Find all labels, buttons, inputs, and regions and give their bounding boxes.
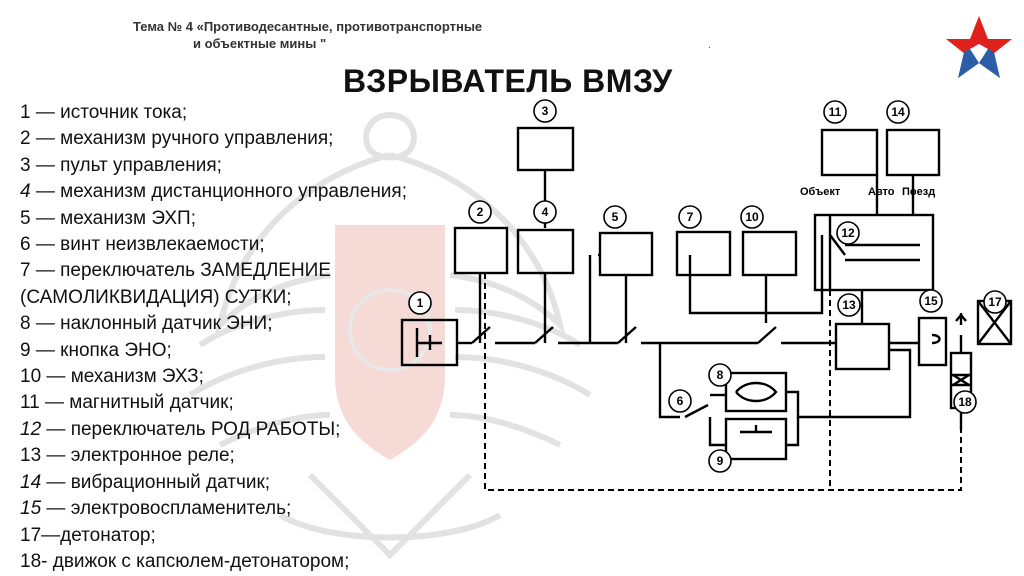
label-2: 2 bbox=[477, 205, 484, 219]
legend-item-text: — наклонный датчик ЭНИ; bbox=[30, 313, 273, 335]
legend-item-number: 17 bbox=[20, 524, 42, 546]
block-3-control-panel bbox=[516, 126, 575, 172]
legend-list: 1 — источник тока;2 — механизм ручного у… bbox=[20, 100, 460, 575]
legend-item: 9 — кнопка ЭНО; bbox=[20, 338, 460, 364]
legend-item-number: 10 bbox=[20, 366, 42, 388]
legend-item: 1 — источник тока; bbox=[20, 100, 460, 126]
legend-item-number: 4 bbox=[20, 181, 31, 203]
legend-item: 18- движок с капсюлем-детонатором; bbox=[20, 549, 460, 575]
mode-label-object: Объект bbox=[800, 186, 841, 198]
legend-item-number: 2 bbox=[20, 128, 31, 150]
legend-item-text: — магнитный датчик; bbox=[39, 392, 234, 414]
legend-item-text: — механизм ручного управления; bbox=[30, 128, 334, 150]
label-13: 13 bbox=[842, 298, 856, 312]
mode-label-train: Поезд bbox=[902, 186, 935, 198]
legend-item-text: (САМОЛИКВИДАЦИЯ) СУТКИ; bbox=[20, 286, 292, 308]
label-4: 4 bbox=[542, 205, 549, 219]
legend-item: (САМОЛИКВИДАЦИЯ) СУТКИ; bbox=[20, 285, 460, 311]
block-7-delay-switch bbox=[675, 230, 732, 277]
block-4-remote-mechanism bbox=[516, 228, 575, 275]
topic-line-1: Тема № 4 «Противодесантные, противотранс… bbox=[133, 19, 483, 34]
legend-item: 4 — механизм дистанционного управления; bbox=[20, 179, 460, 205]
legend-item: 13 — электронное реле; bbox=[20, 443, 460, 469]
legend-item: 5 — механизм ЭХП; bbox=[20, 206, 460, 232]
legend-item-text: — вибрационный датчик; bbox=[41, 471, 271, 493]
legend-item: 6 — винт неизвлекаемости; bbox=[20, 232, 460, 258]
label-7: 7 bbox=[687, 210, 694, 224]
block-5-ehp-mechanism bbox=[598, 231, 654, 277]
legend-item: 11 — магнитный датчик; bbox=[20, 390, 460, 416]
legend-item-text: — электровоспламенитель; bbox=[41, 498, 292, 520]
label-1: 1 bbox=[417, 296, 424, 310]
legend-item: 15 — электровоспламенитель; bbox=[20, 496, 460, 522]
label-circles bbox=[408, 99, 1007, 473]
block-10-ehz-mechanism bbox=[741, 230, 798, 277]
legend-item: 12 — переключатель РОД РАБОТЫ; bbox=[20, 417, 460, 443]
legend-item-number: 7 bbox=[20, 260, 31, 282]
label-8: 8 bbox=[717, 368, 724, 382]
legend-item-text: —детонатор; bbox=[41, 524, 156, 546]
legend-item-number: 1 bbox=[20, 102, 31, 123]
label-18: 18 bbox=[958, 395, 972, 409]
legend-item-number: 6 bbox=[20, 234, 31, 256]
block-15-igniter bbox=[917, 316, 948, 367]
legend-item-number: 14 bbox=[20, 471, 42, 493]
label-3: 3 bbox=[542, 104, 549, 118]
legend-item-number: 15 bbox=[20, 498, 42, 520]
legend-item: 3 — пульт управления; bbox=[20, 153, 460, 179]
legend-item-number: 9 bbox=[20, 339, 31, 361]
legend-item: 14 — вибрационный датчик; bbox=[20, 470, 460, 496]
legend-item: 10 — механизм ЭХЗ; bbox=[20, 364, 460, 390]
legend-item: 8 — наклонный датчик ЭНИ; bbox=[20, 311, 460, 337]
mode-label-auto: Авто bbox=[868, 186, 895, 198]
legend-item-text: — механизм дистанционного управления; bbox=[30, 181, 407, 203]
legend-item-number: 12 bbox=[20, 418, 42, 440]
label-11: 11 bbox=[829, 105, 842, 119]
label-12: 12 bbox=[841, 226, 855, 240]
block-9-eno-button bbox=[724, 417, 788, 461]
block-11-magnetic-sensor bbox=[820, 128, 879, 177]
legend-item-number: 11 bbox=[20, 392, 40, 414]
legend-item-text: — источник тока; bbox=[30, 102, 188, 123]
legend-item-text: — механизм ЭХП; bbox=[30, 207, 196, 229]
legend-item-text: — электронное реле; bbox=[41, 445, 235, 467]
legend-item: 2 — механизм ручного управления; bbox=[20, 126, 460, 152]
label-6: 6 bbox=[677, 394, 684, 408]
page-title: ВЗРЫВАТЕЛЬ ВМЗУ bbox=[343, 63, 673, 99]
block-2-manual-mechanism bbox=[453, 226, 509, 275]
legend-item-text: - движок с капсюлем-детонатором; bbox=[41, 550, 350, 572]
topic-heading: Тема № 4 «Противодесантные, противотранс… bbox=[133, 18, 482, 52]
legend-item: 7 — переключатель ЗАМЕДЛЕНИЕ bbox=[20, 258, 460, 284]
label-10: 10 bbox=[745, 210, 759, 224]
label-15: 15 bbox=[924, 294, 938, 308]
star-logo-icon bbox=[946, 16, 1012, 78]
legend-item-text: — переключатель ЗАМЕДЛЕНИЕ bbox=[30, 260, 332, 282]
legend-item-text: — переключатель РОД РАБОТЫ; bbox=[41, 418, 341, 440]
label-17: 17 bbox=[988, 295, 1002, 309]
block-14-vibration-sensor bbox=[885, 128, 941, 177]
label-5: 5 bbox=[612, 210, 619, 224]
label-14: 14 bbox=[891, 105, 905, 119]
legend-item-text: — кнопка ЭНО; bbox=[30, 339, 172, 361]
legend-item-number: 8 bbox=[20, 313, 31, 335]
block-12-mode-switch bbox=[813, 213, 935, 292]
legend-item-text: — механизм ЭХЗ; bbox=[41, 366, 204, 388]
stray-dot: . bbox=[708, 40, 711, 51]
block-13-electronic-relay bbox=[834, 322, 891, 371]
legend-item-text: — винт неизвлекаемости; bbox=[30, 234, 265, 256]
legend-item-number: 3 bbox=[20, 154, 31, 176]
legend-item-text: — пульт управления; bbox=[30, 154, 222, 176]
topic-line-2: и объектные мины " bbox=[193, 36, 327, 51]
legend-item-number: 13 bbox=[20, 445, 42, 467]
emblem-watermark bbox=[188, 112, 592, 560]
legend-item-number: 18 bbox=[20, 550, 42, 572]
legend-item-number: 5 bbox=[20, 207, 31, 229]
emblem-shield bbox=[335, 225, 445, 460]
circuit-diagram: 1 2 3 4 5 6 7 8 9 10 11 14 12 13 15 17 1… bbox=[400, 99, 1013, 491]
label-9: 9 bbox=[717, 454, 724, 468]
legend-item: 17—детонатор; bbox=[20, 523, 460, 549]
